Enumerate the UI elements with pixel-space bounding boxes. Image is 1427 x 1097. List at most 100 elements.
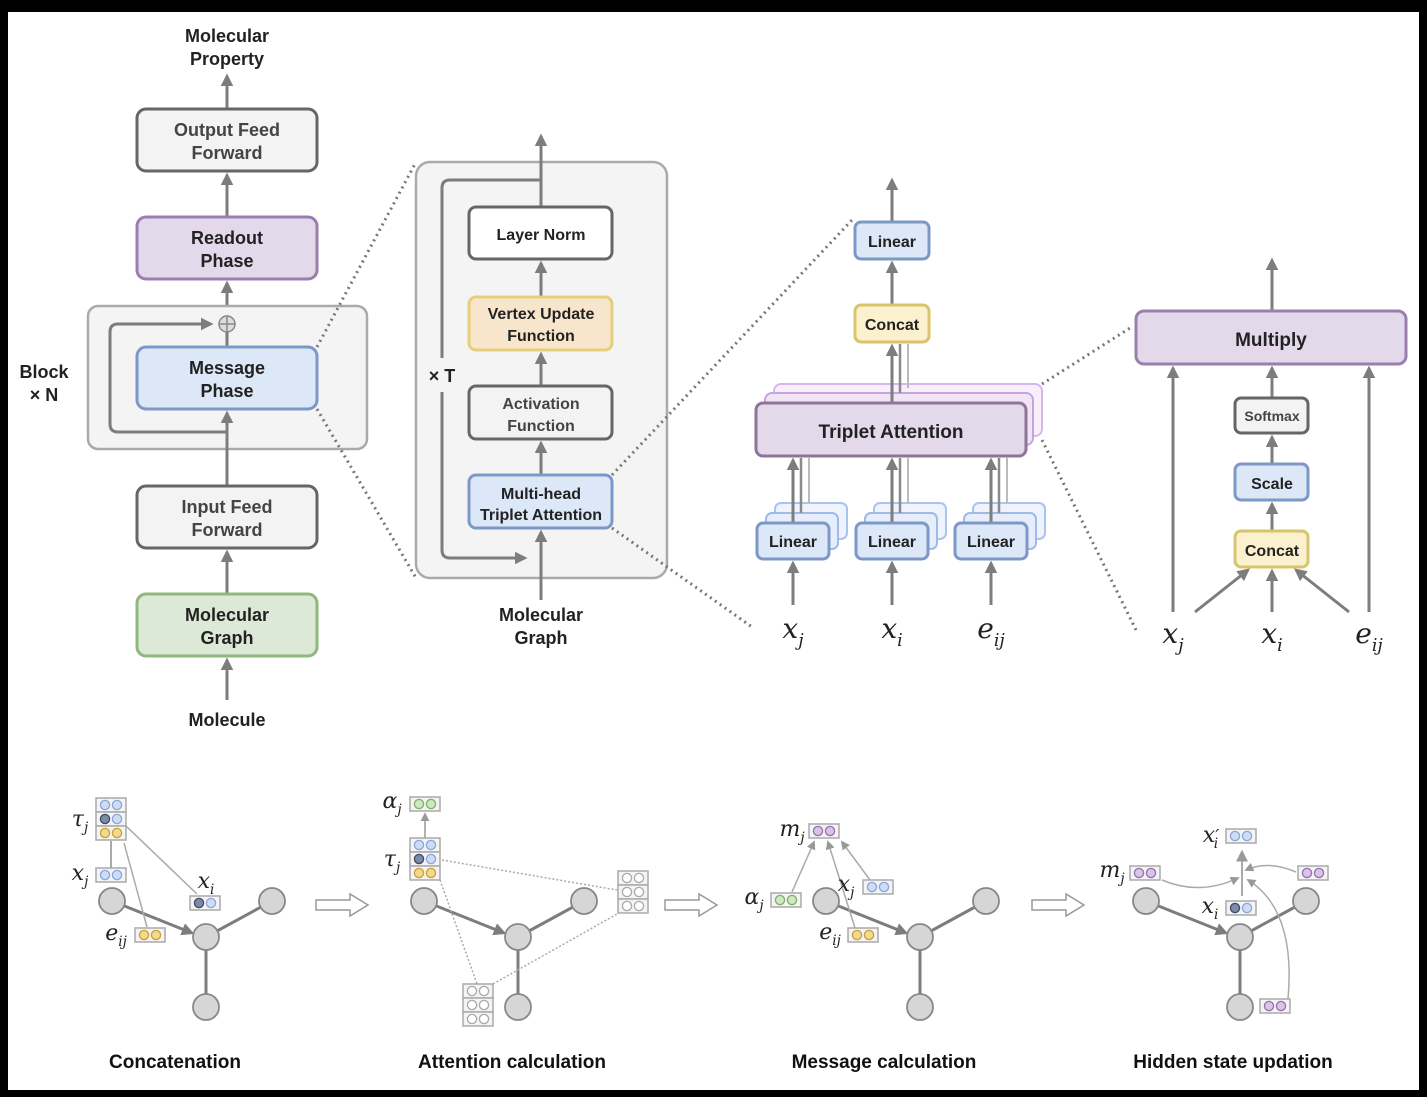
vector-element: [413, 798, 425, 810]
alpha-label: αj: [382, 789, 402, 818]
multiply-label: Multiply: [1235, 330, 1307, 351]
vector-element: [824, 825, 836, 837]
molecular-property-label: Molecular: [185, 26, 269, 46]
panel4-input-xi: xi: [1261, 617, 1282, 656]
neighbor-m-vector: [1259, 998, 1291, 1014]
vector-element: [111, 799, 123, 811]
arrow-alpha-to-m: [791, 840, 816, 893]
tau-label: τj: [72, 807, 89, 836]
center-node: [1226, 923, 1254, 951]
xj-label: xj: [72, 861, 89, 890]
molecular-graph-input-label-line2: Graph: [514, 628, 567, 648]
linear-input-label: Linear: [868, 534, 916, 551]
vector-element: [413, 867, 425, 879]
triplet-row: [95, 825, 127, 841]
eij-vector: [134, 927, 166, 943]
vector-element: [774, 894, 786, 906]
triplet-row: [617, 870, 649, 886]
vector-element: [425, 867, 437, 879]
neighbor-node: [1292, 887, 1320, 915]
molecule-graph: [410, 887, 598, 1021]
repeat-t-label: × T: [429, 366, 456, 386]
residual-connection: [108, 317, 227, 434]
vertex-update-box: [467, 295, 614, 352]
edge-j-to-i: [111, 899, 195, 936]
mhta-label: Multi-head: [501, 486, 581, 503]
vector-element: [111, 869, 123, 881]
vertex-update-label: Vertex Update: [488, 306, 595, 323]
neighbor-node: [1132, 887, 1160, 915]
zoom-connector-2-bottom: [611, 526, 753, 629]
panel3-input-eij: eij: [977, 612, 1005, 651]
input-feed-forward-label: Input Feed: [182, 497, 273, 517]
vector-element: [150, 929, 162, 941]
vector-element: [478, 1013, 490, 1025]
mhta-label-line2: Triplet Attention: [480, 507, 602, 524]
linear-input-box: [953, 521, 1029, 561]
xi-vector: [189, 895, 221, 911]
vector-element: [1275, 1000, 1287, 1012]
step-caption: Concatenation: [109, 1052, 241, 1073]
vector-element: [866, 881, 878, 893]
alpha-vector: [409, 796, 441, 812]
vector-element: [413, 853, 425, 865]
step-caption: Message calculation: [792, 1052, 977, 1073]
vector-element: [138, 929, 150, 941]
molecule-graph: [98, 887, 286, 1021]
dotted-link: [439, 879, 478, 985]
triplet-row: [95, 797, 127, 813]
layer-norm-label: Layer Norm: [497, 227, 586, 244]
linear-input-label: Linear: [769, 534, 817, 551]
input-feed-forward-label-line2: Forward: [191, 520, 262, 540]
arrow-m-left: [1161, 877, 1240, 889]
vector-element: [786, 894, 798, 906]
edge-j-to-i: [825, 899, 909, 936]
molecular-graph-input-label: Molecular: [499, 605, 583, 625]
figure-canvas: Molecular Property Output Feed Forward R…: [8, 12, 1419, 1090]
vector-element: [878, 881, 890, 893]
linear-input-stack: Linear: [953, 457, 1046, 605]
architecture-diagram: Molecular Property Output Feed Forward R…: [19, 26, 1408, 1073]
vector-element: [99, 799, 111, 811]
mhta-box[interactable]: [467, 473, 614, 530]
vector-element: [812, 825, 824, 837]
molecular-graph-label: Molecular: [185, 605, 269, 625]
zoom-connector-3-bottom: [1040, 439, 1139, 633]
arrow-xj-to-m: [840, 840, 871, 881]
triplet-row: [462, 983, 494, 999]
molecule-graph: [1132, 887, 1320, 1021]
eij-label: eij: [819, 920, 841, 949]
vector-element: [205, 897, 217, 909]
alpha-vector: [770, 892, 802, 908]
vector-element: [621, 886, 633, 898]
center-node: [192, 923, 220, 951]
edge-j-to-i: [423, 899, 507, 936]
readout-phase-label: Readout: [191, 228, 263, 248]
neighbor-node: [1226, 993, 1254, 1021]
zoom-connector-bottom: [315, 408, 418, 579]
vector-element: [425, 853, 437, 865]
vector-element: [863, 929, 875, 941]
vector-element: [633, 900, 645, 912]
linear-input-box: [854, 521, 930, 561]
step-arrow-3: [1031, 892, 1086, 918]
triplet-row: [617, 884, 649, 900]
linear-input-label: Linear: [967, 534, 1015, 551]
linear-output-label: Linear: [868, 234, 916, 251]
arrow-m-right: [1244, 862, 1297, 873]
molecular-property-label-line2: Property: [190, 49, 264, 69]
block-label: Block: [19, 362, 69, 382]
neighbor-node: [570, 887, 598, 915]
output-feed-forward-label-line2: Forward: [191, 143, 262, 163]
arrow-eij-to-concat: [1294, 568, 1350, 614]
vector-element: [1145, 867, 1157, 879]
molecular-graph-box: [135, 592, 319, 658]
panel3-input-xj: xj: [782, 612, 804, 651]
xj-vector: [862, 879, 894, 895]
message-phase-box[interactable]: [135, 345, 319, 411]
activation-label: Activation: [502, 396, 579, 413]
softmax-box: [1233, 396, 1310, 435]
